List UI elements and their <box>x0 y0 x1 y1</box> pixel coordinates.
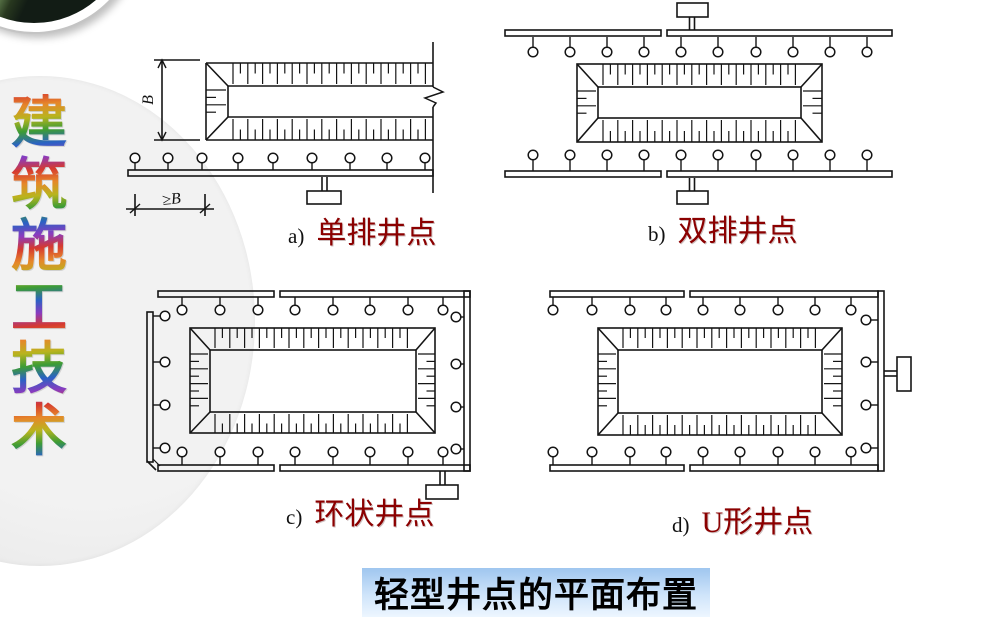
sidebar-vertical-title: 建筑施工技术 <box>8 93 70 463</box>
diagram-b-prefix: b) <box>648 222 666 246</box>
diagram-a-caption: a) 单排井点 <box>288 208 436 252</box>
diagram-b-caption: b) 双排井点 <box>648 206 798 250</box>
diagram-c-prefix: c) <box>286 505 303 529</box>
diagram-d-caption: d) U形井点 <box>672 497 813 541</box>
diagram-a-label: 单排井点 <box>316 217 437 250</box>
diagram-b-label: 双排井点 <box>677 215 798 248</box>
width-dimension-label: B <box>140 95 157 105</box>
diagram-c-label: 环状井点 <box>314 498 435 531</box>
diagram-d-label: U形井点 <box>701 506 814 539</box>
diagram-c-caption: c) 环状井点 <box>286 489 434 533</box>
slide-title-text: 轻型井点的平面布置 <box>373 576 698 615</box>
spacing-dimension-label: ≥B <box>161 190 181 209</box>
slide-title-bar: 轻型井点的平面布置 <box>362 568 710 617</box>
diagram-a-prefix: a) <box>288 224 305 248</box>
diagram-d-prefix: d) <box>672 513 690 537</box>
